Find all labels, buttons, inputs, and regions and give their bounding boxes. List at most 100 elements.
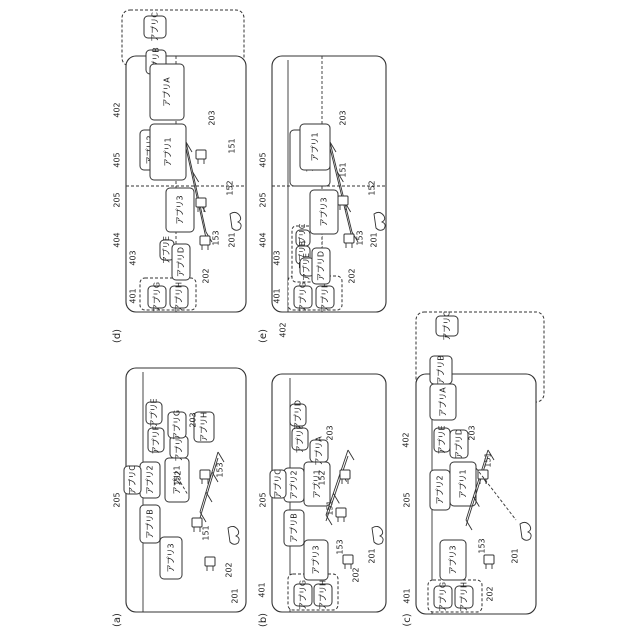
- device-body: [200, 470, 210, 479]
- reference-numeral: 405: [113, 152, 122, 167]
- app-label: アプリG: [439, 582, 448, 612]
- app-window: アプリD: [312, 248, 330, 284]
- app-label: アプリD: [294, 400, 303, 430]
- app-window: アプリ3: [304, 540, 328, 580]
- reference-numeral: 401: [403, 588, 412, 603]
- app-label: アプリE: [150, 398, 159, 427]
- app-window: アプリE: [146, 398, 162, 427]
- app-window: アプリ2: [284, 468, 304, 502]
- app-window: アプリG: [148, 282, 166, 312]
- device-body: [484, 555, 494, 564]
- reference-numeral: 202: [202, 268, 211, 283]
- device-body: [344, 234, 354, 243]
- reference-numeral: 151: [202, 525, 211, 540]
- reference-numeral: 202: [348, 268, 357, 283]
- device-body: [338, 196, 348, 205]
- reference-numeral: 402: [279, 322, 288, 337]
- reference-numeral: 401: [129, 288, 138, 303]
- app-label: アプリ3: [312, 545, 321, 574]
- app-window: アプリC: [144, 12, 166, 42]
- app-window: アプリ1: [150, 124, 186, 180]
- reference-numeral: 403: [273, 250, 282, 265]
- app-label: アプリD: [455, 429, 464, 459]
- app-label: アプリG: [153, 282, 162, 312]
- app-label: アプリG: [299, 282, 308, 312]
- app-window: アプリH: [316, 282, 334, 312]
- panel-c: (c)アプリGアプリHアプリCアプリBアプリAアプリ3アプリ2アプリ1アプリEア…: [402, 311, 545, 627]
- app-window: アプリ1: [300, 124, 330, 170]
- app-label: アプリ2: [436, 475, 445, 504]
- reference-numeral: 202: [352, 567, 361, 582]
- app-window: アプリD: [450, 429, 468, 459]
- app-window: アプリA: [430, 384, 456, 420]
- reference-numeral: 404: [113, 232, 122, 247]
- reference-numeral: 202: [225, 562, 234, 577]
- app-label: アプリH: [319, 580, 328, 610]
- reference-numeral: 205: [259, 192, 268, 207]
- reference-numeral: 403: [129, 250, 138, 265]
- app-label: アプリ3: [449, 545, 458, 574]
- device-body: [336, 508, 346, 517]
- reference-numeral: 405: [259, 152, 268, 167]
- app-label: アプリ1: [459, 469, 468, 498]
- app-window: アプリE: [434, 425, 450, 454]
- reference-numeral: 201: [368, 548, 377, 563]
- device-body: [343, 555, 353, 564]
- app-label: アプリH: [460, 582, 469, 612]
- reference-numeral: 203: [326, 425, 335, 440]
- app-label: アプリA: [163, 77, 172, 107]
- app-label: アプリ3: [167, 543, 176, 572]
- reference-numeral: 402: [113, 102, 122, 117]
- panel-b: (b)アプリGアプリHアプリ3アプリBアプリ1アプリ2アプリCアプリAアプリEア…: [258, 374, 387, 627]
- app-window: アプリG: [168, 410, 186, 440]
- reference-numeral: 152: [226, 180, 235, 195]
- device-body: [192, 518, 202, 527]
- device-body: [340, 470, 350, 479]
- reference-numeral: 151: [228, 138, 237, 153]
- app-label: アプリE: [162, 236, 171, 264]
- reference-numeral: 153: [356, 230, 365, 245]
- app-window: アプリC: [270, 469, 286, 499]
- app-label: アプリB: [290, 513, 299, 543]
- device-body: [196, 198, 206, 207]
- app-label: アプリB: [437, 355, 446, 385]
- app-label: アプリA: [439, 387, 448, 417]
- reference-numeral: 205: [403, 492, 412, 507]
- reference-numeral: 401: [258, 582, 267, 597]
- app-label: アプリC: [128, 465, 137, 495]
- panel-label: (a): [112, 613, 123, 627]
- app-label: アプリF: [152, 425, 161, 454]
- reference-numeral: 153: [216, 462, 225, 477]
- app-label: アプリH: [321, 282, 330, 312]
- app-window: アプリH: [170, 282, 188, 312]
- reference-numeral: 205: [113, 192, 122, 207]
- device-body: [196, 150, 206, 159]
- reference-numeral: 205: [113, 492, 122, 507]
- reference-numeral: 205: [259, 492, 268, 507]
- reference-numeral: 203: [468, 425, 477, 440]
- reference-numeral: 153: [478, 538, 487, 553]
- panel-d: (d)アプリGアプリHアプリCアプリBアプリAアプリ2アプリ1アプリ3アプリEア…: [112, 10, 246, 343]
- app-window: アプリC: [124, 465, 141, 495]
- app-label: アプリ1: [164, 137, 173, 166]
- app-label: アプリG: [299, 580, 308, 610]
- reference-numeral: 203: [189, 412, 198, 427]
- app-window: アプリ2: [430, 470, 450, 510]
- app-label: アプリC: [151, 12, 160, 42]
- app-window: アプリA: [150, 64, 184, 120]
- panel-label: (d): [112, 329, 123, 343]
- reference-numeral: 152: [318, 470, 327, 485]
- app-window: アプリB: [284, 510, 304, 546]
- app-window: アプリH: [314, 580, 332, 610]
- app-label: アプリE: [438, 425, 447, 454]
- app-label: アプリG: [173, 410, 182, 440]
- app-window: アプリB: [140, 505, 160, 543]
- app-label: アプリC: [274, 469, 283, 499]
- panel-e: (e)アプリGアプリHアプリCアプリBアプリEアプリDアプリ2アプリ1アプリ34…: [258, 56, 386, 343]
- app-label: アプリA: [315, 436, 324, 466]
- reference-numeral: 203: [339, 110, 348, 125]
- panel-label: (c): [402, 613, 413, 626]
- app-label: アプリ3: [320, 197, 329, 226]
- device-body: [205, 557, 215, 566]
